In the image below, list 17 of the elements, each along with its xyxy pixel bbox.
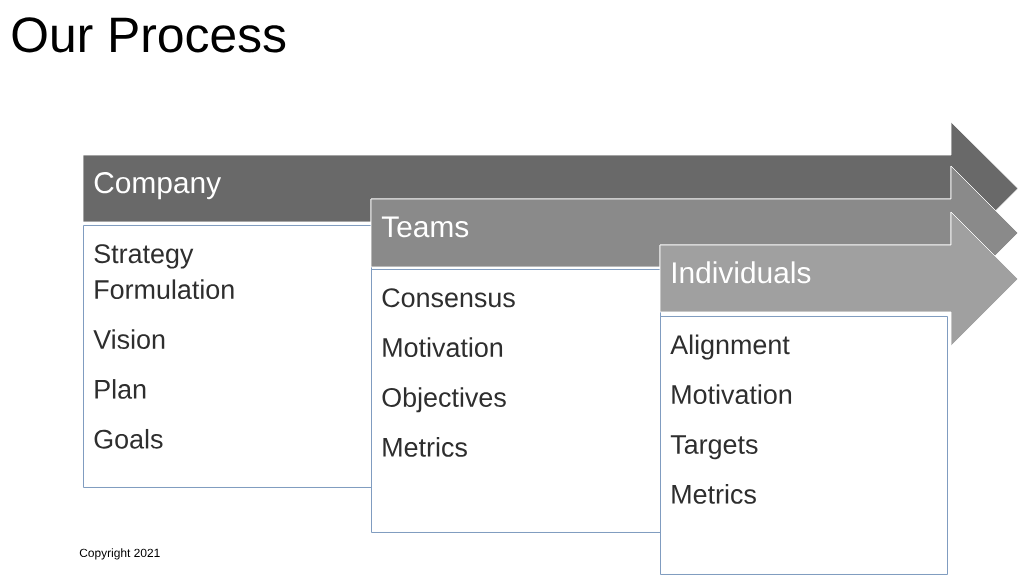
list-item: Motivation <box>672 384 792 405</box>
footer-note: Copyright 2021 <box>79 548 160 560</box>
list-item: Vision <box>93 329 165 349</box>
list-item: Metrics <box>383 437 467 457</box>
heading-text: Teams <box>381 216 469 238</box>
list-item: Strategy Formulation <box>94 244 234 300</box>
list-item: Objectives <box>382 387 506 413</box>
list-item: Targets <box>670 435 758 460</box>
list-item: Alignment <box>670 334 790 360</box>
list-item: Consensus <box>382 288 515 308</box>
list-item: Goals <box>94 428 163 449</box>
list-item: Plan <box>95 379 146 399</box>
heading-text: Company <box>94 172 222 200</box>
title: Our Process <box>12 17 286 53</box>
list-item: Metrics <box>672 484 756 504</box>
heading-text: Individuals <box>672 261 811 284</box>
list-item: Motivation <box>383 337 503 358</box>
